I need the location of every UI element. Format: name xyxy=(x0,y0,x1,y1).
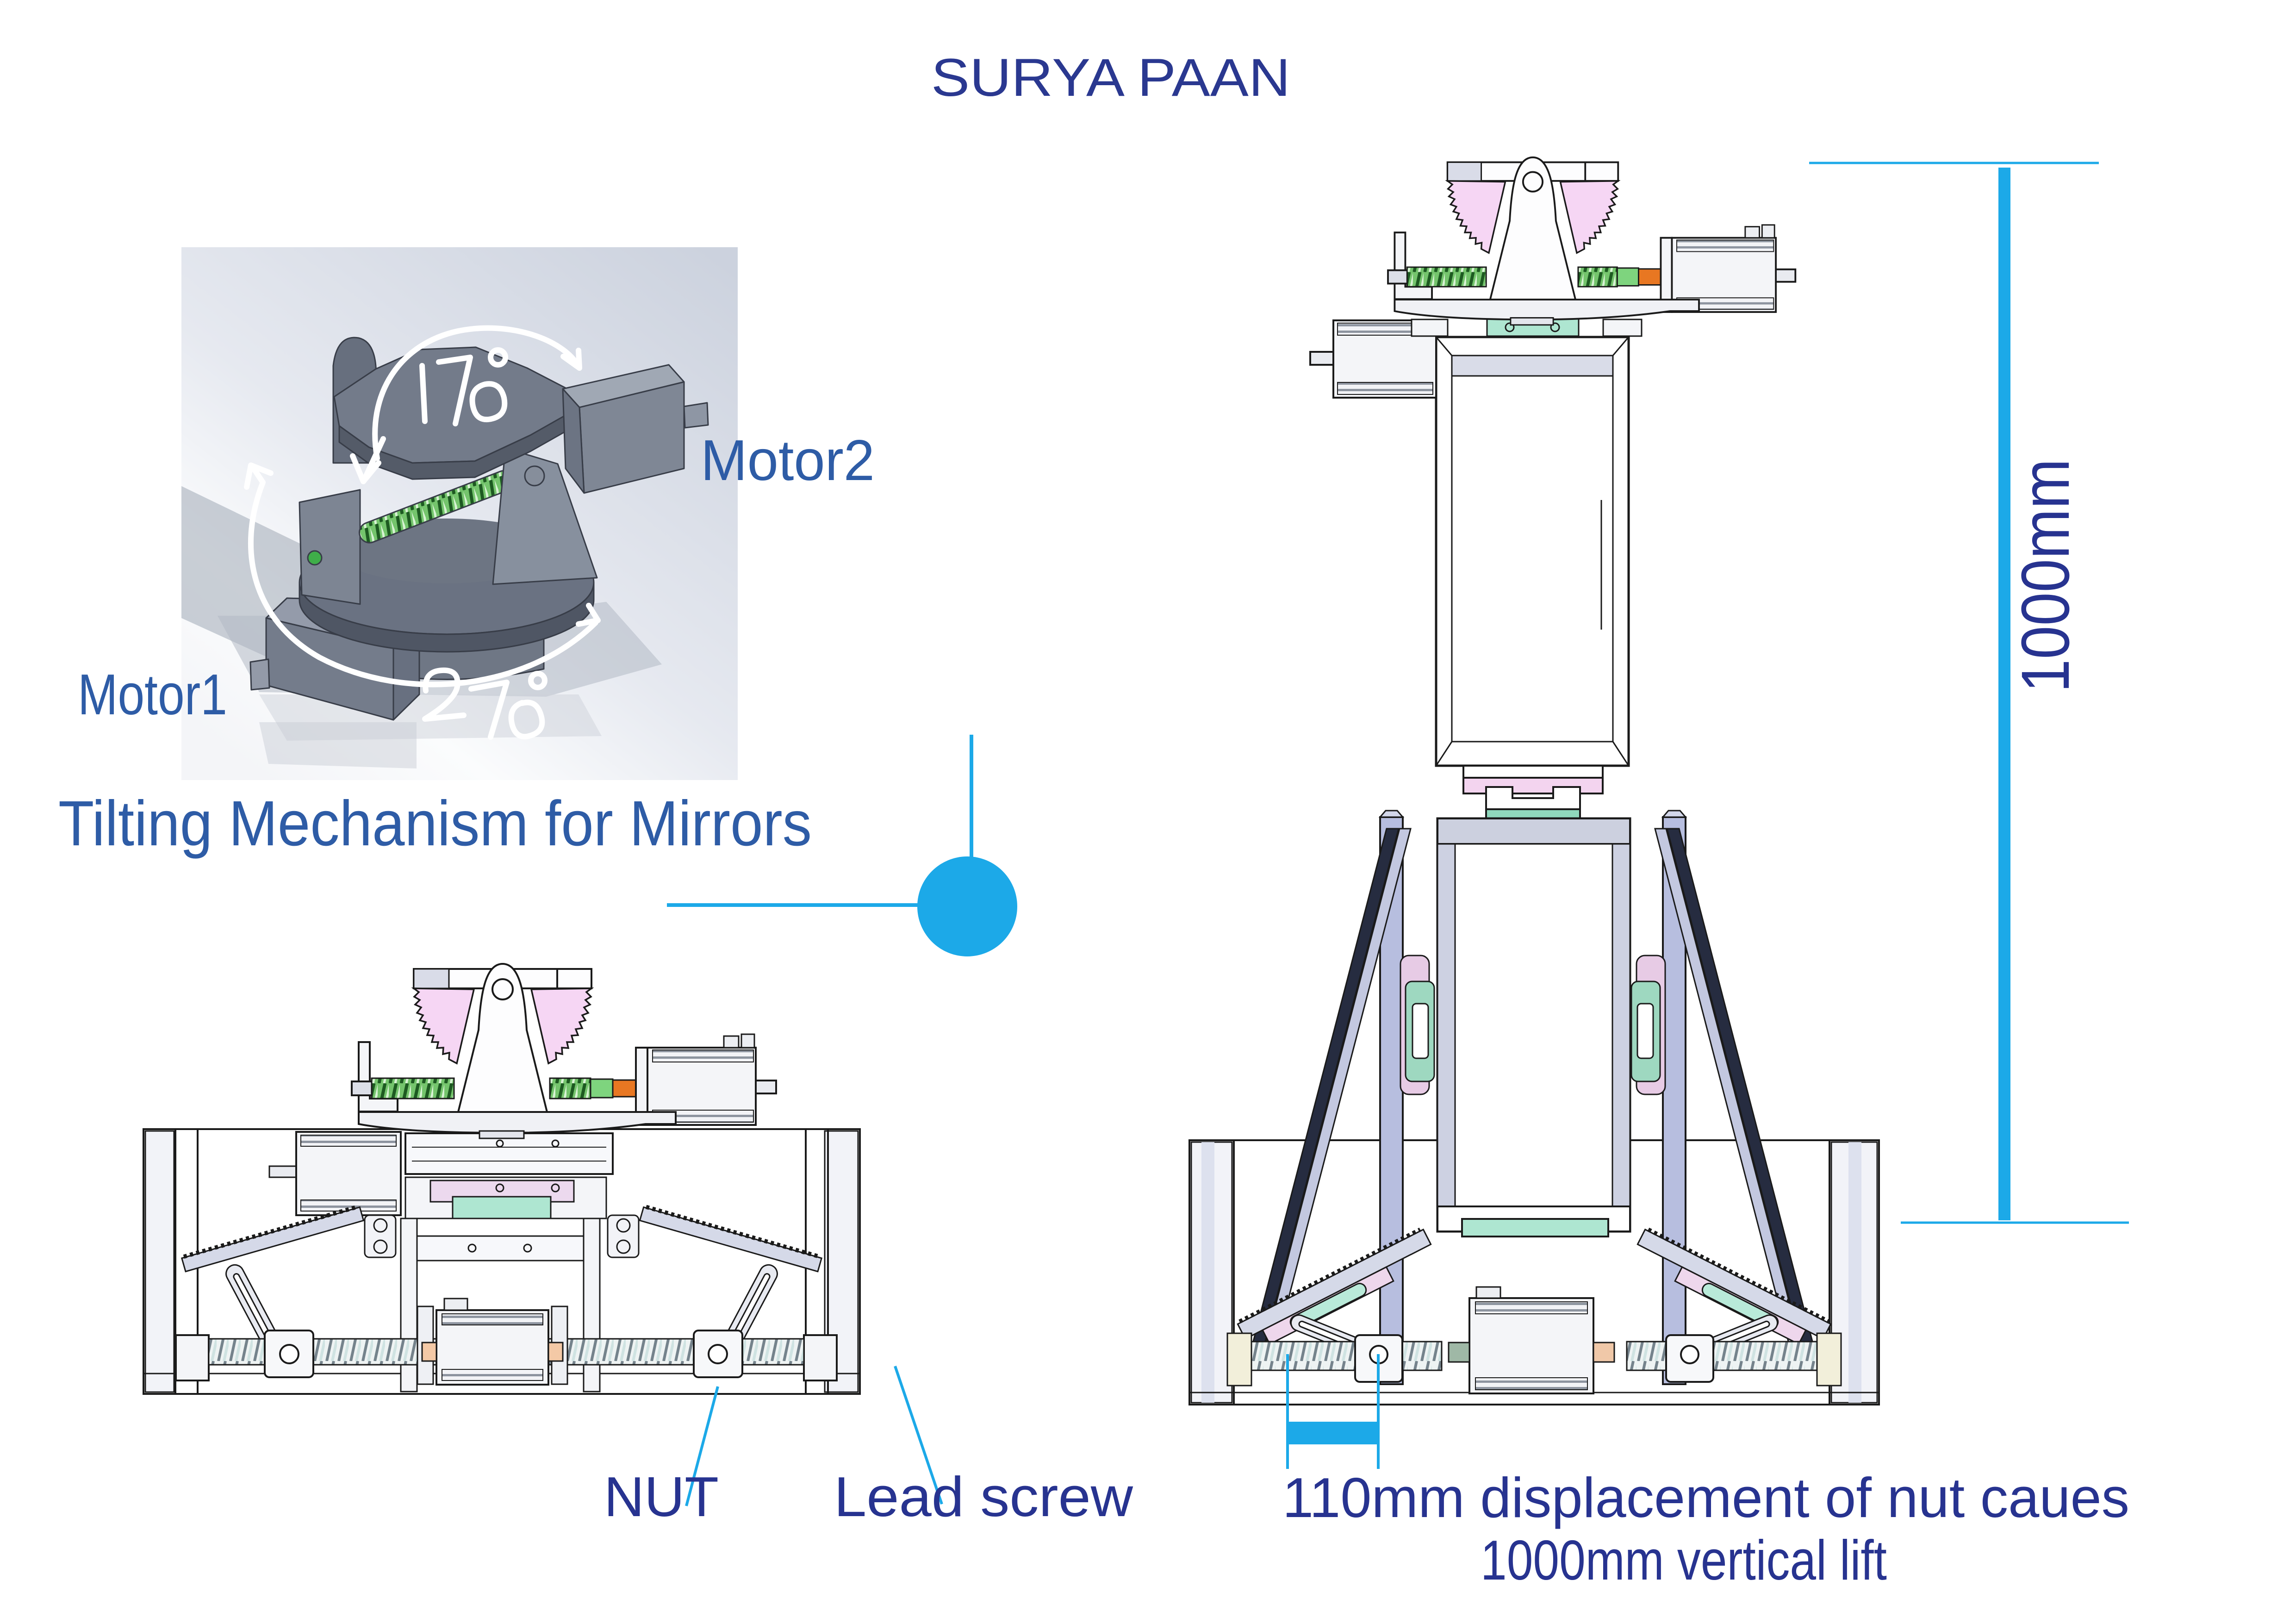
svg-text:Motor1: Motor1 xyxy=(78,663,227,727)
svg-text:Lead screw: Lead screw xyxy=(834,1465,1133,1528)
svg-text:1000mm vertical lift: 1000mm vertical lift xyxy=(1481,1529,1887,1592)
svg-text:110mm displacement of nut caue: 110mm displacement of nut caues xyxy=(1282,1466,2129,1529)
svg-text:NUT: NUT xyxy=(604,1465,719,1528)
svg-text:1000mm: 1000mm xyxy=(2008,459,2084,693)
svg-text:Tilting Mechanism for Mirrors: Tilting Mechanism for Mirrors xyxy=(58,788,812,859)
svg-text:Motor2: Motor2 xyxy=(701,429,875,493)
svg-text:SURYA PAAN: SURYA PAAN xyxy=(931,48,1290,107)
